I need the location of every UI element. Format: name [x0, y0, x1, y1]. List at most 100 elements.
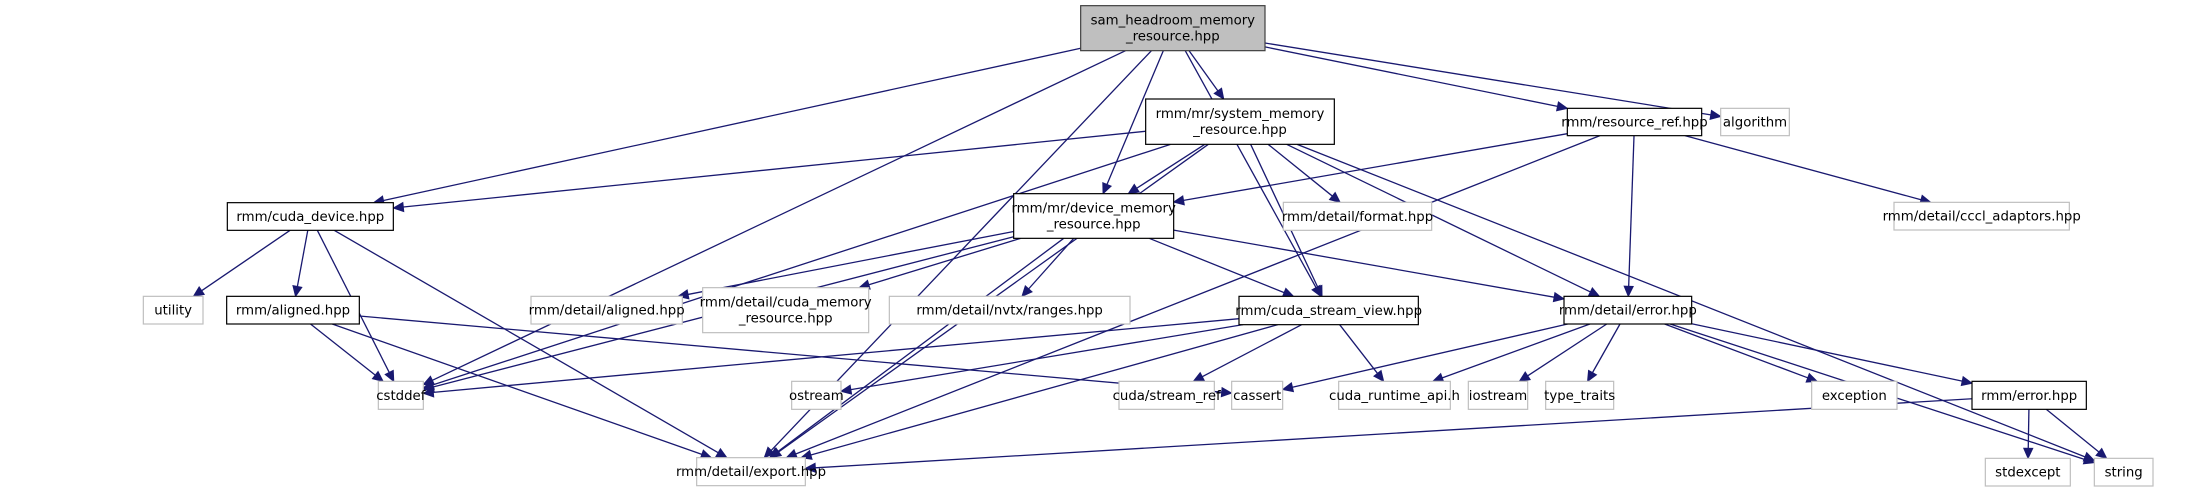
node-cuda-stream-view[interactable]: rmm/cuda_stream_view.hpp: [1235, 295, 1422, 326]
arrowhead-detail_error-to-cassert: [1281, 381, 1295, 393]
node-label: rmm/detail/aligned.hpp: [529, 304, 685, 319]
node-label: rmm/cuda_stream_view.hpp: [1235, 304, 1422, 319]
node-utility: utility: [142, 295, 204, 325]
arrowhead-device_mr-to-export: [768, 447, 782, 459]
node-box: [696, 457, 806, 487]
node-stream-ref: cuda/stream_ref: [1113, 380, 1221, 410]
arrowhead-detail_error-to-iostream: [1518, 371, 1532, 383]
node-exception: exception: [1811, 380, 1898, 410]
node-box: [1720, 107, 1790, 137]
node-label: type_traits: [1544, 389, 1615, 404]
node-box: [2093, 457, 2154, 487]
node-label: cstddef: [376, 389, 426, 404]
arrowhead-root-to-resource_ref: [1555, 101, 1569, 112]
node-cuda-memory-resource: rmm/detail/cuda_memory_resource.hpp: [700, 287, 872, 334]
arrowhead-system_mr-to-detail_error: [1587, 287, 1601, 297]
arrowhead-resource_ref-to-export: [785, 448, 799, 459]
node-box: [142, 295, 204, 325]
edge-system_mr-to-cuda_device: [403, 130, 1146, 208]
node-label: rmm/detail/nvtx/ranges.hpp: [916, 304, 1102, 319]
node-string: string: [2093, 457, 2154, 487]
node-label: rmm/detail/cuda_memory: [700, 296, 872, 311]
edge-device_mr-to-cuda_memory_resource: [868, 237, 1021, 286]
arrowhead-rmm_error-to-string: [2095, 447, 2108, 460]
edge-resource_ref-to-cccl_adaptors: [1684, 135, 1922, 201]
node-format: rmm/detail/format.hpp: [1282, 201, 1433, 231]
edge-cuda_stream_view-to-ostream: [850, 324, 1244, 391]
arrowhead-root-to-export: [763, 446, 776, 459]
node-box: [377, 380, 424, 410]
arrowhead-cuda_stream_view-to-cstddef: [422, 387, 435, 398]
node-cuda-device[interactable]: rmm/cuda_device.hpp: [226, 202, 394, 231]
edge-cuda_stream_view-to-cstddef: [433, 318, 1240, 394]
arrowhead-cuda_stream_view-to-cuda_runtime_api: [1373, 369, 1385, 383]
node-label: cassert: [1233, 389, 1281, 404]
arrowhead-cuda_stream_view-to-ostream: [839, 384, 853, 395]
arrowhead-system_mr-to-cuda_device: [392, 201, 405, 213]
node-rmm-error[interactable]: rmm/error.hpp: [1971, 380, 2087, 410]
arrowhead-system_mr-to-format: [1328, 191, 1342, 204]
node-label: rmm/mr/device_memory: [1011, 202, 1176, 217]
edge-aligned-to-export: [332, 323, 703, 455]
node-box: [1811, 380, 1898, 410]
edge-system_mr-to-detail_error: [1286, 143, 1591, 293]
edge-rmm_error-to-export: [815, 398, 1973, 469]
node-box: [1563, 295, 1693, 325]
edge-detail_error-to-exception: [1664, 323, 1808, 379]
node-cstddef: cstddef: [376, 380, 426, 410]
edge-rmm_error-to-string: [2045, 408, 2100, 453]
node-root[interactable]: sam_headroom_memory_resource.hpp: [1080, 5, 1266, 52]
edge-resource_ref-to-device_mr: [1183, 133, 1568, 202]
node-label: _resource.hpp: [1192, 123, 1287, 138]
arrowhead-aligned-to-cassert: [1220, 386, 1233, 398]
arrowhead-detail_error-to-rmm_error: [1960, 375, 1974, 387]
node-detail-error[interactable]: rmm/detail/error.hpp: [1559, 295, 1697, 325]
node-nvtx-ranges: rmm/detail/nvtx/ranges.hpp: [888, 295, 1131, 325]
arrowhead-cuda_stream_view-to-stream_ref: [1192, 371, 1206, 382]
edge-root-to-resource_ref: [1264, 46, 1558, 107]
node-label: algorithm: [1723, 116, 1787, 131]
arrowhead-resource_ref-to-device_mr: [1172, 195, 1185, 206]
edge-root-to-cuda_device: [383, 47, 1081, 202]
node-label: rmm/error.hpp: [1981, 389, 2077, 404]
edge-root-to-algorithm: [1264, 42, 1711, 116]
node-label: utility: [154, 304, 192, 319]
node-system-mr[interactable]: rmm/mr/system_memory_resource.hpp: [1145, 98, 1335, 145]
edge-system_mr-to-cstddef: [432, 143, 1171, 386]
arrowhead-resource_ref-to-detail_error: [1623, 285, 1634, 298]
node-box: [1238, 295, 1419, 326]
arrowhead-device_mr-to-cuda_stream_view: [1281, 287, 1295, 298]
node-device-mr[interactable]: rmm/mr/device_memory_resource.hpp: [1011, 193, 1176, 239]
node-detail-aligned: rmm/detail/aligned.hpp: [529, 295, 685, 325]
edge-cuda_device-to-utility: [201, 229, 291, 292]
edge-detail_error-to-type_traits: [1591, 323, 1621, 373]
edge-cuda_device-to-aligned: [296, 230, 309, 287]
node-label: exception: [1822, 389, 1887, 404]
edge-cuda_stream_view-to-export: [810, 324, 1279, 456]
node-box: [530, 295, 683, 325]
node-box: [226, 295, 360, 325]
node-box: [1893, 201, 2070, 231]
node-label: _resource.hpp: [738, 312, 833, 327]
edge-detail_error-to-iostream: [1527, 323, 1608, 377]
node-label: rmm/aligned.hpp: [236, 304, 350, 319]
node-box: [1338, 380, 1451, 410]
edge-aligned-to-cassert: [359, 315, 1222, 393]
node-resource-ref[interactable]: rmm/resource_ref.hpp: [1561, 107, 1708, 137]
node-box: [702, 287, 870, 334]
arrowhead-device_mr-to-nvtx_ranges: [1021, 284, 1033, 298]
node-cccl-adaptors: rmm/detail/cccl_adaptors.hpp: [1883, 201, 2081, 231]
edge-aligned-to-cstddef: [310, 323, 376, 376]
node-aligned[interactable]: rmm/aligned.hpp: [226, 295, 360, 325]
node-label: sam_headroom_memory: [1091, 14, 1256, 29]
node-label: _resource.hpp: [1046, 218, 1141, 233]
node-label: rmm/resource_ref.hpp: [1561, 116, 1707, 131]
node-label: rmm/cuda_device.hpp: [236, 210, 384, 225]
edge-root-to-cuda_stream_view: [1184, 50, 1317, 288]
edge-device_mr-to-export: [777, 237, 1065, 453]
arrowhead-cuda_device-to-utility: [192, 286, 206, 298]
edge-cuda_device-to-export: [333, 229, 719, 454]
node-box: [226, 202, 394, 231]
node-iostream: iostream: [1467, 380, 1529, 410]
